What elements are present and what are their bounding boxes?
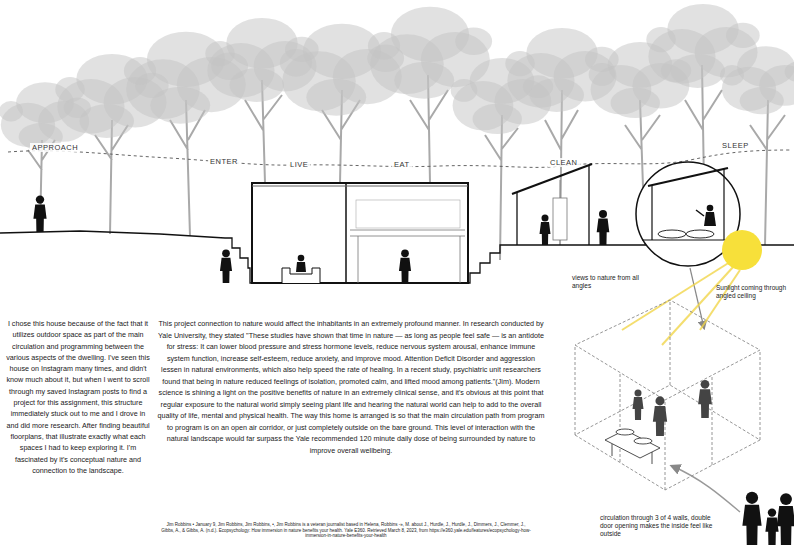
annotation-note: Sunlight coming through angled ceiling xyxy=(716,284,790,300)
sleep-callout xyxy=(651,186,652,240)
tree-trunks xyxy=(28,140,55,232)
people xyxy=(296,262,306,272)
people xyxy=(399,249,411,283)
clean-pavilion xyxy=(560,180,561,198)
axon-interior xyxy=(616,429,634,435)
axon-wireframe xyxy=(575,385,760,490)
annotation-note: views to nature from all angles xyxy=(572,274,652,290)
sun-rays xyxy=(700,270,740,330)
clean-pavilion xyxy=(512,164,592,194)
family-figures xyxy=(742,492,761,545)
annotation-note: circulation through 3 of 4 walls, double… xyxy=(600,514,722,539)
axon-people xyxy=(698,380,712,418)
axon-wireframe xyxy=(575,300,760,400)
sleep-callout xyxy=(704,212,716,226)
house-section xyxy=(350,230,465,283)
sun-rays xyxy=(622,262,730,330)
intro-paragraph: I chose this house because of the fact t… xyxy=(6,318,150,476)
stage-label: APPROACH xyxy=(30,143,80,152)
people xyxy=(33,195,46,232)
tree-canopies xyxy=(0,4,794,150)
sleep-callout xyxy=(658,230,686,238)
stage-label: LIVE xyxy=(288,160,310,169)
house-section xyxy=(252,183,468,283)
axon-people xyxy=(653,396,667,436)
axon-interior xyxy=(634,438,652,444)
axon-interior xyxy=(605,429,660,464)
sun-rays xyxy=(662,266,734,345)
stage-label: ENTER xyxy=(208,157,240,166)
circulation-arrow xyxy=(672,466,740,512)
clean-pavilion xyxy=(516,192,517,245)
sleep-callout xyxy=(696,210,704,216)
stage-label: EAT xyxy=(392,160,412,169)
callout-leader xyxy=(690,268,704,328)
axon-people xyxy=(633,380,712,436)
house-section xyxy=(252,183,468,283)
sleep-callout xyxy=(707,205,714,212)
clean-pavilion xyxy=(588,166,589,245)
house-section xyxy=(345,183,347,283)
people xyxy=(298,255,305,262)
people xyxy=(540,215,551,246)
house-section xyxy=(356,200,460,228)
sleep-callout xyxy=(642,239,734,240)
family-figures xyxy=(742,492,794,545)
tree-trunks xyxy=(545,90,578,245)
people xyxy=(597,210,610,245)
tree-canopies xyxy=(720,46,794,114)
stage-label: CLEAN xyxy=(548,158,580,167)
family-figures xyxy=(765,508,778,545)
axon-wireframe xyxy=(575,300,760,490)
citation-note: Jim Robbins • January 9, Jim Robbins, Ji… xyxy=(160,522,532,539)
axon-wireframe xyxy=(575,300,760,490)
sun xyxy=(722,230,762,270)
stage-label: SLEEP xyxy=(720,141,751,150)
tree-trunks xyxy=(485,115,518,260)
axon-people xyxy=(633,390,644,421)
people xyxy=(220,249,232,283)
clean-pavilion xyxy=(553,198,567,240)
house-section xyxy=(252,186,468,187)
research-paragraph: This project connection to nature would … xyxy=(156,318,546,456)
sleep-callout xyxy=(686,230,714,238)
tree-trunks xyxy=(750,100,785,245)
clean-pavilion xyxy=(512,164,592,245)
family-figures xyxy=(777,493,794,545)
sun-rays xyxy=(622,262,740,345)
sleep-callout xyxy=(723,169,724,240)
sleep-callout xyxy=(648,168,728,186)
people xyxy=(33,195,609,283)
axon-interior xyxy=(652,452,653,464)
axon-interior xyxy=(612,444,613,456)
